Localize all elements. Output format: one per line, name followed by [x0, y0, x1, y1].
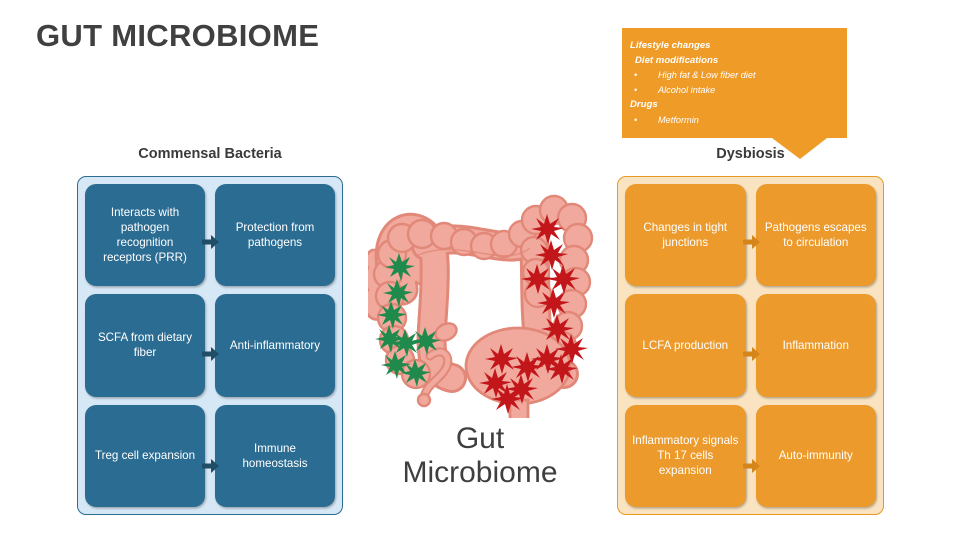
- page-title: GUT MICROBIOME: [36, 18, 320, 53]
- colon-lumen-line: [415, 247, 531, 257]
- callout-text-block: Lifestyle changes Diet modifications • H…: [622, 28, 847, 127]
- caption-line-1: Gut: [455, 422, 505, 455]
- dysbiosis-cell-4[interactable]: Inflammation: [755, 294, 876, 397]
- dysbiosis-heading: Dysbiosis: [716, 146, 785, 162]
- callout-bullet-label: High fat & Low fiber diet: [658, 70, 756, 81]
- dysbiosis-cell-1[interactable]: Changes in tight junctions: [625, 184, 746, 287]
- large-intestine-illustration: [368, 194, 594, 418]
- callout-head-lifestyle: Lifestyle changes: [630, 40, 711, 51]
- dysbiosis-cell-6[interactable]: Auto-immunity: [755, 404, 876, 507]
- callout-bullet-highfat: • High fat & Low fiber diet: [630, 68, 839, 83]
- dysbiosis-cell-5[interactable]: Inflammatory signals Th 17 cells expansi…: [625, 404, 746, 507]
- commensal-bacteria-panel: Interacts with pathogen recognition rece…: [77, 176, 343, 515]
- commensal-cell-4[interactable]: Anti-inflammatory: [215, 294, 335, 397]
- dysbiosis-panel: Changes in tight junctions Pathogens esc…: [617, 176, 884, 515]
- dysbiosis-cell-2[interactable]: Pathogens escapes to circulation: [755, 184, 876, 287]
- commensal-bacteria-heading: Commensal Bacteria: [138, 146, 282, 162]
- caption-line-2: Microbiome: [402, 455, 558, 489]
- callout-body: [622, 28, 847, 138]
- bullet-dot-icon: •: [634, 84, 638, 95]
- commensal-bacteria-markers: [375, 253, 441, 387]
- callout-bullet-label: Metformin: [658, 114, 699, 125]
- bullet-dot-icon: •: [634, 114, 638, 125]
- callout-head-drugs: Drugs: [630, 99, 658, 111]
- appendix: [416, 322, 458, 408]
- dysbiosis-grid: Changes in tight junctions Pathogens esc…: [625, 184, 876, 507]
- commensal-cell-3[interactable]: SCFA from dietary fiber: [85, 294, 205, 397]
- commensal-cell-5[interactable]: Treg cell expansion: [85, 404, 205, 507]
- dysbiosis-causes-callout: Lifestyle changes Diet modifications • H…: [622, 28, 847, 159]
- callout-tail-pointer: [622, 137, 847, 159]
- gut-microbiome-caption: Gut Microbiome: [355, 422, 605, 489]
- pathogenic-bacteria-markers: [479, 214, 588, 414]
- commensal-cell-6[interactable]: Immune homeostasis: [215, 404, 335, 507]
- commensal-grid: Interacts with pathogen recognition rece…: [85, 184, 335, 507]
- callout-bullet-metformin: • Metformin: [630, 113, 839, 128]
- callout-bullet-label: Alcohol intake: [658, 84, 716, 95]
- callout-bullet-alcohol: • Alcohol intake: [630, 83, 839, 98]
- commensal-cell-2[interactable]: Protection from pathogens: [215, 184, 335, 287]
- commensal-cell-1[interactable]: Interacts with pathogen recognition rece…: [85, 184, 205, 287]
- dysbiosis-cell-3[interactable]: LCFA production: [625, 294, 746, 397]
- bullet-dot-icon: •: [634, 70, 638, 81]
- callout-head-diet: Diet modifications: [635, 55, 719, 67]
